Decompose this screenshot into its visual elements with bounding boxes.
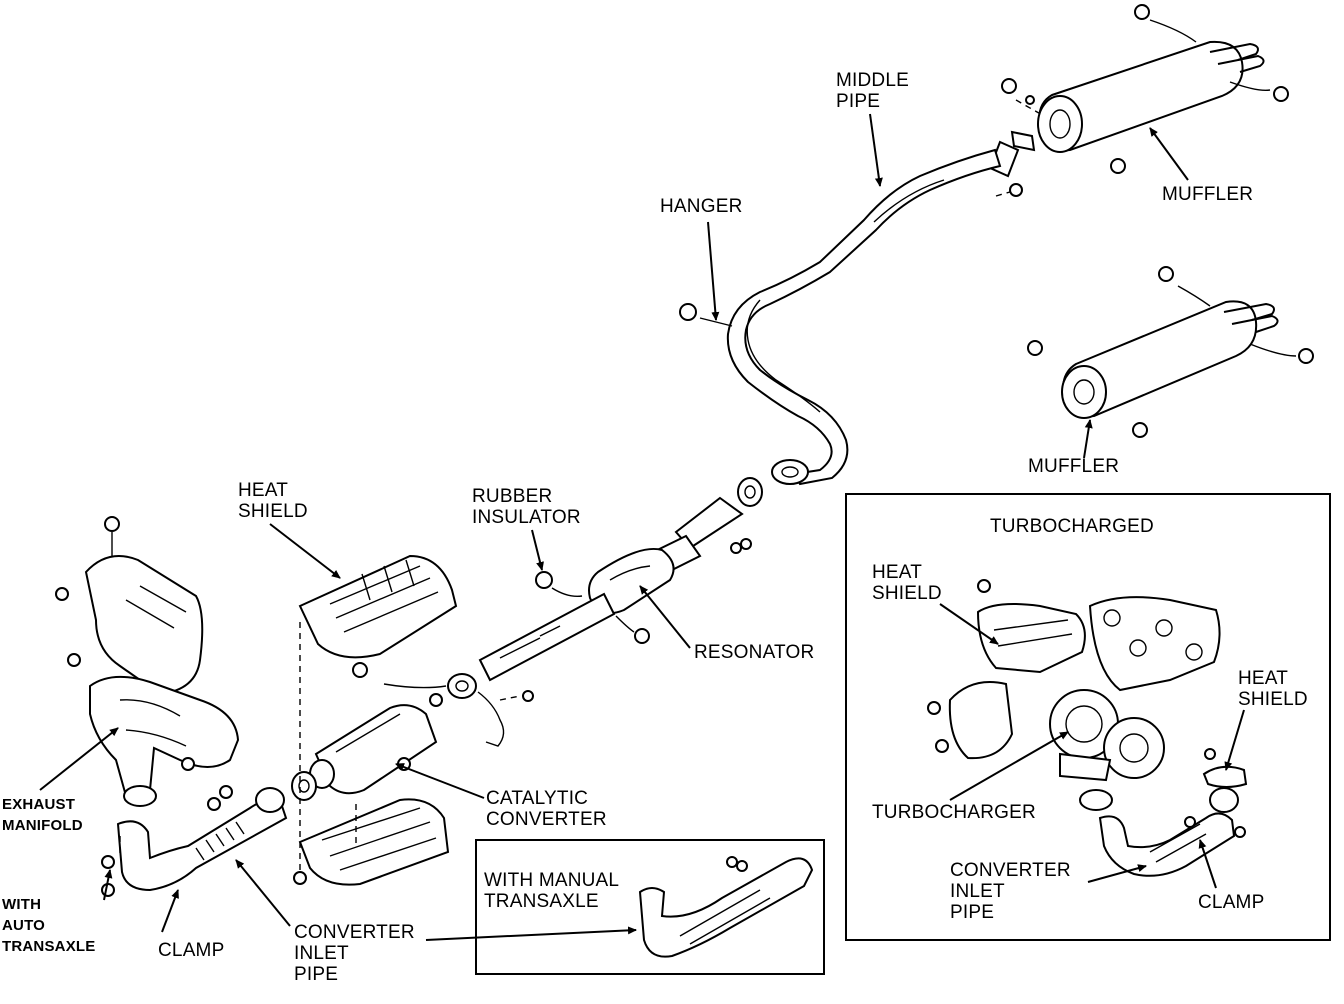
catalytic-converter-part	[291, 693, 443, 801]
label-resonator: RESONATOR	[694, 642, 815, 663]
label-hanger: HANGER	[660, 196, 743, 217]
label-muffler-top: MUFFLER	[1162, 184, 1254, 205]
label-turbocharged: TURBOCHARGED	[990, 516, 1154, 537]
turbocharged-inset	[845, 493, 1331, 941]
middle-pipe-part	[726, 130, 1036, 486]
label-turbo-clamp: CLAMP	[1198, 892, 1265, 913]
turbo-heat-shield-part	[927, 579, 1221, 760]
leader-lines	[39, 113, 1245, 941]
turbo-converter-inlet-pipe-part	[1098, 748, 1248, 877]
resonator-part	[383, 477, 763, 747]
converter-inlet-pipe-manual-part	[638, 856, 814, 958]
muffler-middle-part	[1061, 285, 1297, 419]
label-clamp-left: CLAMP	[158, 940, 225, 961]
manual-transaxle-inset	[475, 839, 825, 975]
label-turbocharger: TURBOCHARGER	[872, 802, 1036, 823]
muffler-middle-fasteners	[1027, 266, 1314, 438]
muffler-top-fasteners	[995, 4, 1289, 197]
label-muffler-middle: MUFFLER	[1028, 456, 1120, 477]
heat-shield-main-part	[298, 554, 458, 678]
turbocharger-part	[1049, 689, 1165, 811]
hanger-part	[679, 303, 733, 327]
exhaust-manifold-part	[55, 516, 240, 807]
heat-shield-lower-part	[293, 798, 450, 886]
muffler-top-part	[1037, 19, 1271, 153]
